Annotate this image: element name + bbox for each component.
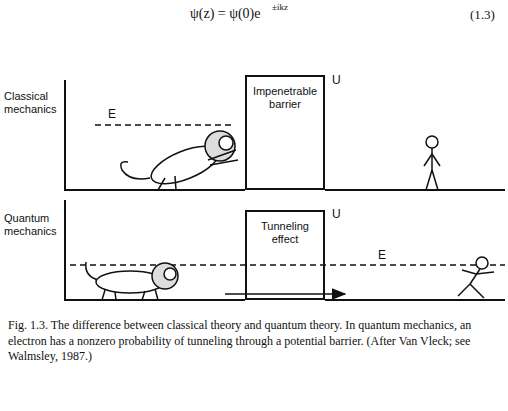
- potential-label: U: [332, 208, 346, 222]
- ground-line: [325, 299, 505, 301]
- equation-exponent: ±ikz: [272, 2, 312, 12]
- barrier-label: Impenetrable barrier: [251, 85, 319, 110]
- man-illustration: [424, 136, 440, 190]
- lion-illustration: [86, 262, 178, 300]
- potential-well-wall: [65, 200, 245, 300]
- energy-label: E: [108, 108, 122, 122]
- panel-label: Classical mechanics: [4, 90, 62, 115]
- figure-caption: Fig. 1.3. The difference between classic…: [8, 318, 486, 365]
- ground-line: [325, 189, 505, 191]
- barrier-box: Impenetrable barrier: [245, 75, 325, 190]
- energy-level-line: [95, 124, 235, 126]
- equation-number: (1.3): [470, 8, 506, 23]
- energy-label: E: [378, 249, 392, 263]
- tunneling-arrow: [225, 293, 345, 295]
- lion-illustration: [121, 131, 238, 191]
- barrier-box: Tunneling effect: [245, 210, 325, 300]
- panel-label: Quantum mechanics: [4, 212, 62, 237]
- man-illustration: [458, 257, 494, 298]
- energy-level-line: [70, 264, 505, 266]
- barrier-label: Tunneling effect: [251, 220, 319, 245]
- potential-label: U: [332, 74, 346, 88]
